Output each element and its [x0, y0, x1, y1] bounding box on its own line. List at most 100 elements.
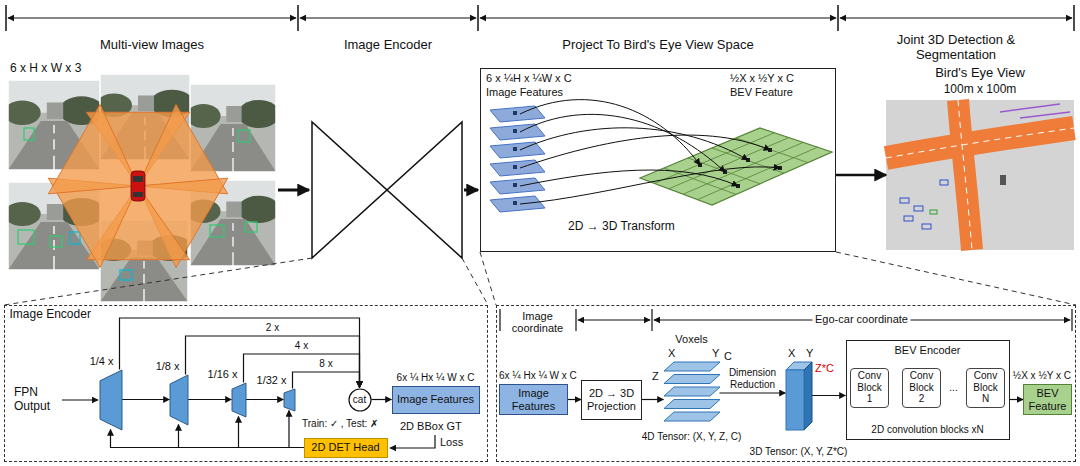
bev-map: Bird's Eye View100m x 100m: [886, 100, 1074, 250]
connector: [188, 399, 232, 400]
conv-block: Conv Block 2: [902, 368, 941, 408]
bev-map-image: [886, 100, 1074, 250]
bev-map-image: [904, 216, 913, 221]
projection-curves: [520, 128, 748, 160]
bev-map-image: [886, 128, 1074, 158]
feature-map-shape: [170, 375, 188, 425]
feature-map: 1/8 x: [170, 375, 188, 425]
voxel-stack: Voxels4D Tensor: (X, Y, Z, C): [664, 362, 720, 425]
part-label: BEV Feature: [730, 86, 793, 99]
encoder-panel: 1/4 x 1/8 x 1/16 x 1/32 x cat 6x ¼ Hx ¼ W x C…: [4, 305, 488, 462]
bev-map-image: [1000, 104, 1070, 118]
projection-panel: 6x ¼ Hx ¼ W x CImage Features 2D → 3D Pro…: [496, 305, 1076, 462]
connector: [239, 417, 304, 448]
connector: [179, 425, 304, 448]
zoom-guides: [836, 252, 1076, 305]
camera-photos: [238, 130, 250, 142]
image-feature-stack: [490, 142, 545, 158]
image-feature-stack: [490, 106, 545, 122]
camera-photos: [120, 270, 132, 280]
bev-map-image: [940, 180, 948, 185]
axis-label: Z*C: [815, 362, 834, 375]
scale-label: 1/4 x: [90, 355, 114, 368]
connector: [120, 318, 360, 388]
bev-map-image: [886, 100, 1074, 250]
coordinate-label: Image coordinate: [502, 310, 574, 335]
feature-map-shape: [284, 389, 295, 411]
part-label: Image Features: [486, 86, 563, 99]
stage-heading: Image Encoder: [344, 38, 432, 53]
connector: [246, 399, 284, 400]
feature-map-shape: [100, 370, 122, 430]
connector: [836, 174, 886, 177]
feature-map-shape: [232, 383, 246, 417]
connector: [812, 395, 846, 396]
scale-label: 1/8 x: [156, 360, 180, 373]
bev-map-image: [930, 210, 937, 214]
stage-brackets: [840, 17, 1072, 18]
box-label: BEV Feature: [1027, 387, 1068, 412]
box-note: 2D convolution blocks xN: [871, 424, 983, 436]
stage-brackets: [480, 17, 836, 18]
bev-map-image: [958, 100, 972, 250]
zoom-guides: [4, 258, 312, 305]
bev-grid: [654, 133, 817, 200]
feature-map-shape: [170, 375, 188, 425]
edge-label: 2 x: [266, 322, 279, 334]
stage-heading: Multi-view Images: [100, 38, 204, 53]
bev-tensor-shape: [804, 362, 812, 430]
feature-box: 6x ¼ Hx ¼ W x CImage Features: [499, 384, 568, 415]
conv-block: Conv Block 1: [850, 368, 889, 408]
stage-heading: Joint 3D Detection & Segmentation: [866, 33, 1046, 63]
bev-tensor-shape: [786, 362, 812, 430]
projection-curves: [520, 135, 770, 168]
zoom-guides: [480, 252, 496, 305]
feature-map: 1/16 x: [232, 383, 246, 417]
axis-label: C: [724, 350, 732, 363]
bev-map-image: [914, 206, 923, 211]
feature-box: 6x ¼ Hx ¼ W x CImage Features: [392, 386, 480, 414]
feature-map: 1/32 x: [284, 389, 295, 411]
box-label: 2D → 3D Projection: [585, 387, 638, 412]
conv-block: Conv Block N: [966, 368, 1005, 408]
axis-label: X: [788, 347, 795, 360]
axis-label: Y: [712, 347, 719, 360]
connector: [186, 336, 360, 388]
projection-curves: [520, 167, 780, 204]
feature-map-shape: [100, 370, 122, 430]
camera-photos: [245, 222, 257, 232]
bev-tensor: 3D Tensor: (X, Y, Z*C): [786, 362, 812, 430]
image-feature-stack: [490, 124, 545, 140]
connector: [289, 411, 304, 448]
scale-label: 1/32 x: [257, 374, 287, 387]
bev-tensor-shape: [786, 370, 804, 430]
connector: [720, 392, 786, 393]
note-label: Train: ✓ , Test: ✗: [302, 418, 378, 430]
camera-photos: [210, 225, 224, 237]
concat-circle: cat: [348, 388, 372, 412]
feature-map-shape: [232, 383, 246, 417]
bev-map-image: [886, 128, 1074, 158]
feature-map: 1/4 x: [100, 370, 122, 430]
axis-label: Y: [806, 347, 813, 360]
connector: [122, 399, 170, 400]
box-label: Image Features: [397, 393, 474, 406]
shape-label: 6 x H x W x 3: [10, 62, 81, 76]
stage-brackets: [8, 17, 296, 18]
coordinate-brackets: [500, 309, 1072, 331]
box-label: 2D DET Head: [311, 441, 379, 454]
camera-photos: [70, 232, 80, 244]
connector: [1010, 399, 1024, 400]
axis-label: X: [668, 347, 675, 360]
encoder-hourglass: [312, 122, 462, 258]
camera-photos: [24, 128, 34, 140]
bev-feature-box: ½X x ½Y x CBEV Feature: [1023, 384, 1072, 415]
concat-label: cat: [353, 394, 366, 406]
image-feature-stack: [513, 111, 517, 205]
stage-heading: Project To Bird's Eye View Space: [562, 38, 753, 53]
process-box: 2D → 3D Projection: [581, 380, 642, 420]
stage-brackets: [6, 5, 1074, 31]
loss-label: Loss: [440, 436, 463, 449]
connector: [568, 399, 581, 400]
